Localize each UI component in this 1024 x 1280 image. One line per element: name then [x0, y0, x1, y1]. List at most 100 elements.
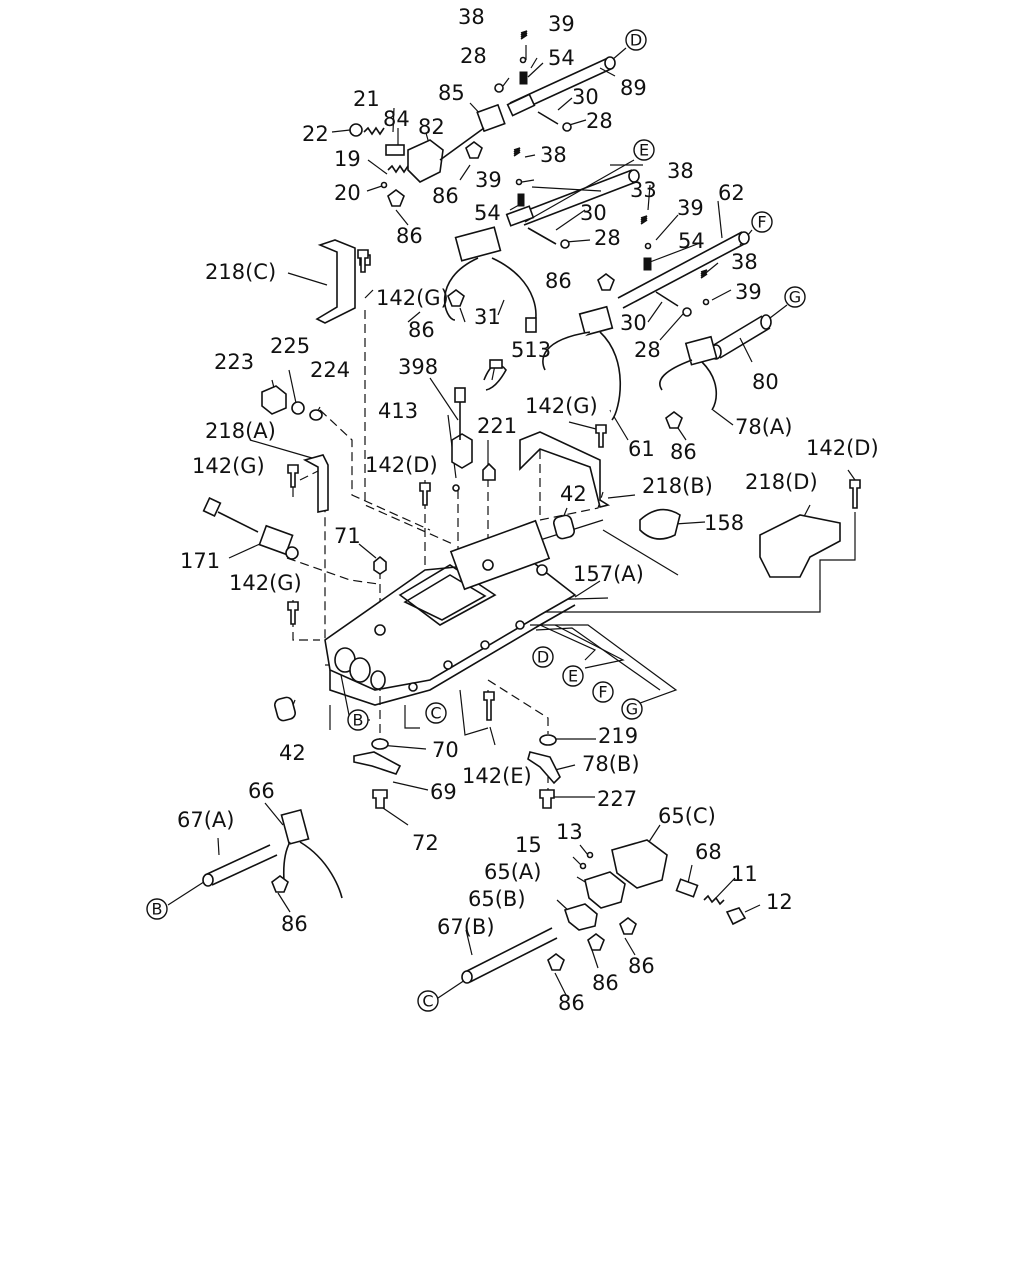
shift-rod-62 [617, 215, 750, 309]
svg-text:B: B [353, 711, 364, 730]
part-label-54b: 54 [474, 201, 501, 225]
part-label-86c: 86 [545, 269, 572, 293]
svg-text:E: E [639, 141, 649, 160]
reference-markers: D E F G B C D E F G B C [146, 29, 806, 1012]
part-label-142e: 142(E) [462, 764, 532, 788]
bracket-218d [759, 514, 841, 578]
marker-g-top: G [784, 286, 806, 308]
part-label-38b: 38 [540, 143, 567, 167]
part-label-225: 225 [270, 334, 310, 358]
svg-text:D: D [537, 648, 549, 667]
part-label-42b: 42 [279, 741, 306, 765]
part-label-30c: 30 [620, 311, 647, 335]
marker-e-top: E [633, 139, 655, 161]
part-label-86e: 86 [670, 440, 697, 464]
part-label-227: 227 [597, 787, 637, 811]
part-label-171: 171 [180, 549, 220, 573]
part-label-39d: 39 [735, 280, 762, 304]
svg-text:G: G [789, 288, 801, 307]
part-label-39c: 39 [677, 196, 704, 220]
part-label-158: 158 [704, 511, 744, 535]
svg-text:C: C [430, 704, 441, 723]
svg-text:F: F [598, 683, 607, 702]
part-label-223: 223 [214, 350, 254, 374]
part-label-86a: 86 [432, 184, 459, 208]
part-label-219: 219 [598, 724, 638, 748]
part-label-30a: 30 [572, 85, 599, 109]
marker-d-top: D [625, 29, 647, 51]
shift-rod-80 [710, 314, 772, 360]
part-label-67b: 67(B) [437, 915, 495, 939]
part-label-54c: 54 [678, 229, 705, 253]
part-label-142d-b: 142(D) [365, 453, 438, 477]
part-label-71: 71 [334, 524, 361, 548]
part-label-30b: 30 [580, 201, 607, 225]
shift-rod-33 [505, 147, 640, 227]
part-label-80: 80 [752, 370, 779, 394]
marker-b-mid: B [347, 709, 369, 731]
part-label-89: 89 [620, 76, 647, 100]
bracket-82 [349, 103, 506, 207]
part-label-28a: 28 [460, 44, 487, 68]
part-label-38d: 38 [731, 250, 758, 274]
part-label-69: 69 [430, 780, 457, 804]
bracket-218c [315, 239, 356, 324]
part-label-82: 82 [418, 115, 445, 139]
part-label-86i: 86 [558, 991, 585, 1015]
assembly-dash-lines [286, 310, 604, 792]
part-label-142g-a: 142(G) [376, 286, 449, 310]
part-label-513: 513 [511, 338, 551, 362]
part-label-28c: 28 [594, 226, 621, 250]
part-label-15: 15 [515, 833, 542, 857]
part-label-20: 20 [334, 181, 361, 205]
part-label-142g-b: 142(G) [525, 394, 598, 418]
part-label-224: 224 [310, 358, 350, 382]
svg-text:G: G [626, 700, 638, 719]
part-label-85: 85 [438, 81, 465, 105]
marker-f-top: F [751, 211, 773, 233]
part-label-78a: 78(A) [735, 415, 792, 439]
part-label-157a: 157(A) [573, 562, 644, 586]
part-label-86h: 86 [592, 971, 619, 995]
part-label-39a: 39 [548, 12, 575, 36]
part-label-33: 33 [630, 178, 657, 202]
part-label-218c: 218(C) [205, 260, 276, 284]
marker-b-bottom: B [146, 898, 168, 920]
part-label-68: 68 [695, 840, 722, 864]
sensor-171 [202, 497, 299, 560]
part-label-86d: 86 [408, 318, 435, 342]
marker-g-mid: G [621, 698, 643, 720]
marker-d-mid: D [532, 646, 554, 668]
svg-text:E: E [568, 667, 578, 686]
part-label-413: 413 [378, 399, 418, 423]
part-label-142g-c: 142(G) [192, 454, 265, 478]
marker-e-mid: E [562, 665, 584, 687]
shift-fork-66 [202, 808, 343, 899]
part-label-42a: 42 [560, 482, 587, 506]
part-label-13: 13 [556, 820, 583, 844]
part-label-28b: 28 [586, 109, 613, 133]
marker-f-mid: F [592, 681, 614, 703]
shift-fork-61 [542, 273, 622, 421]
part-label-31: 31 [474, 305, 501, 329]
part-label-12: 12 [766, 890, 793, 914]
selector-65 [461, 839, 747, 984]
part-label-19: 19 [334, 147, 361, 171]
part-label-62: 62 [718, 181, 745, 205]
part-label-54a: 54 [548, 46, 575, 70]
part-label-61: 61 [628, 437, 655, 461]
marker-c-bottom: C [417, 990, 439, 1012]
part-label-72: 72 [412, 831, 439, 855]
part-label-65a: 65(A) [484, 860, 541, 884]
part-label-218d: 218(D) [745, 470, 818, 494]
part-label-38c: 38 [667, 159, 694, 183]
svg-text:B: B [152, 900, 163, 919]
part-label-21: 21 [353, 87, 380, 111]
part-label-39b: 39 [475, 168, 502, 192]
svg-text:F: F [757, 213, 766, 232]
part-label-398: 398 [398, 355, 438, 379]
part-label-221: 221 [477, 414, 517, 438]
bracket-218b [519, 431, 611, 508]
svg-text:D: D [630, 31, 642, 50]
